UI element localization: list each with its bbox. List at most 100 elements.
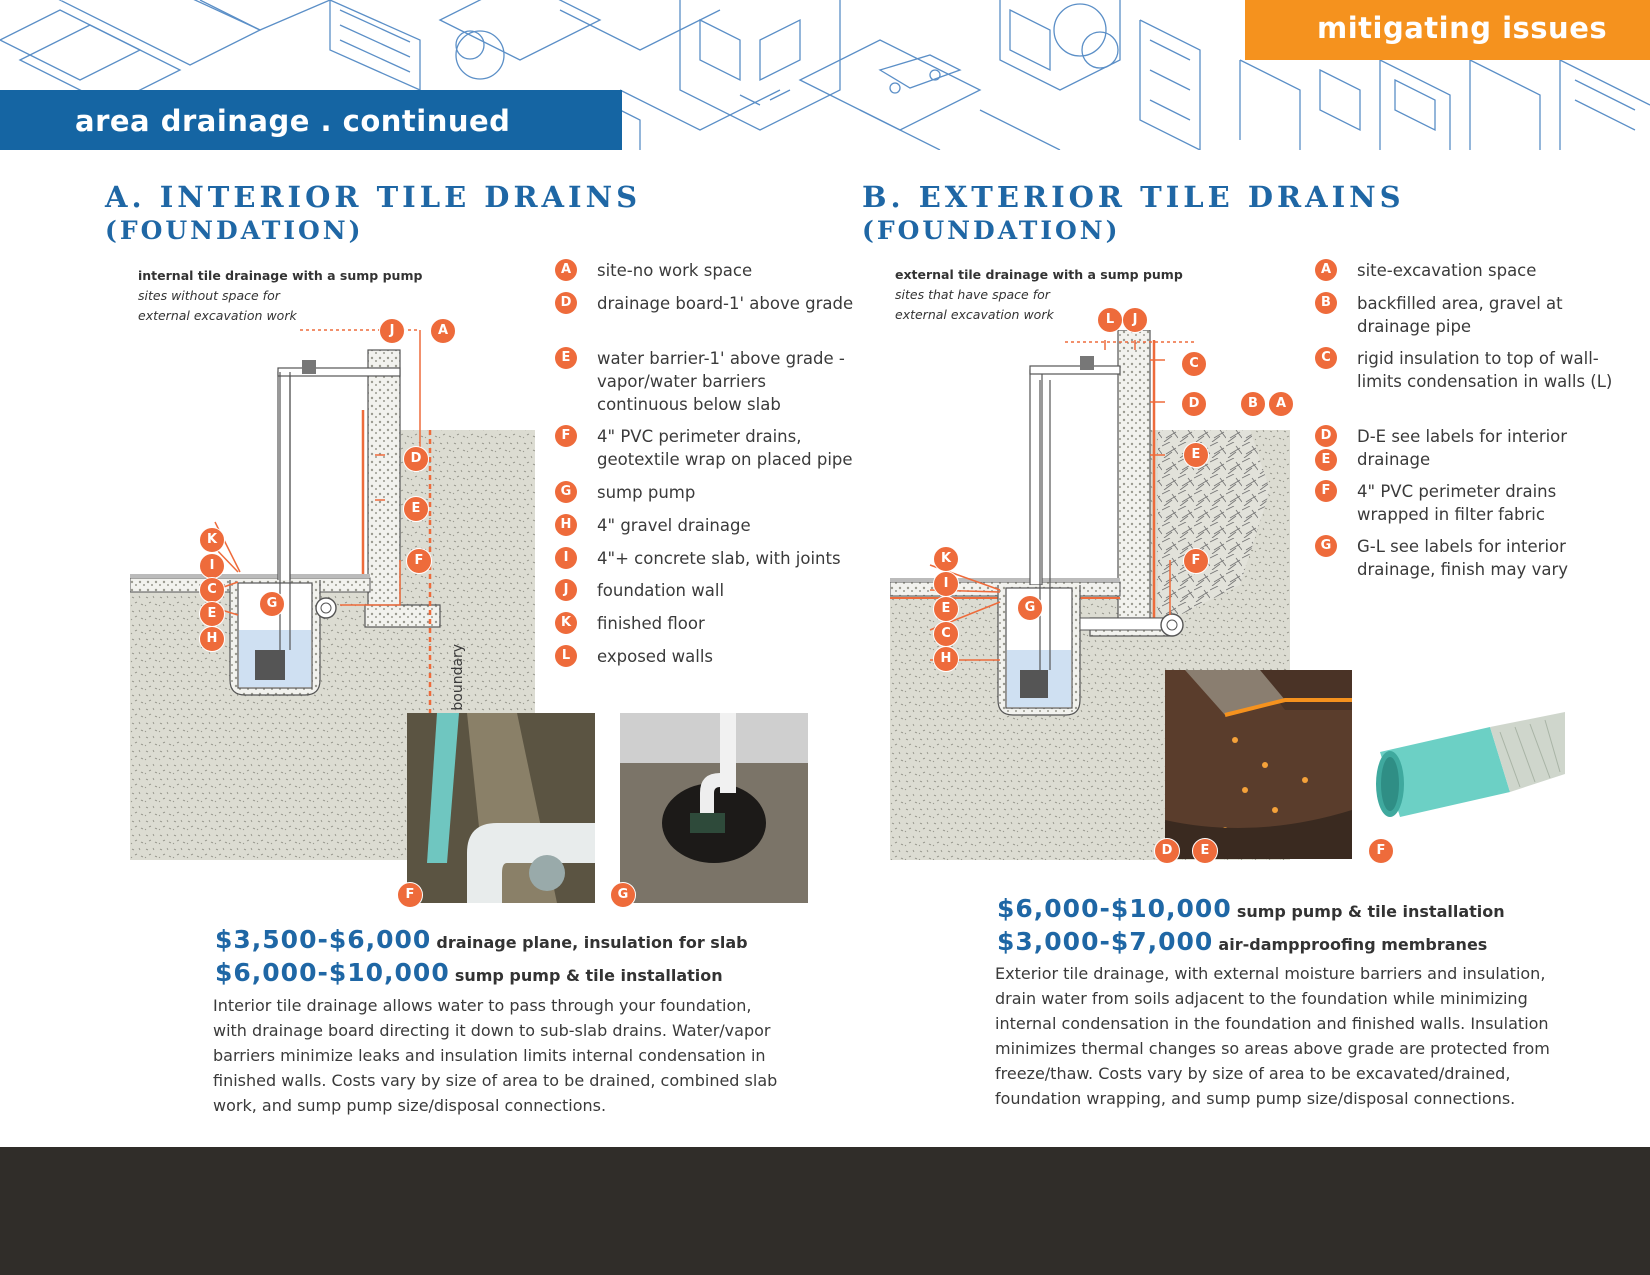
legend-text: foundation wall — [597, 581, 725, 600]
legend-badge: H — [555, 514, 577, 536]
price-description: sump pump & tile installation — [1236, 902, 1505, 921]
price-amount: $3,500-$6,000 — [215, 925, 432, 954]
interior-caption-line1: sites without space for — [138, 288, 280, 303]
exterior-caption-line2: external excavation work — [895, 307, 1054, 322]
legend-text: finished floor — [597, 614, 705, 633]
legend-badge: I — [555, 547, 577, 569]
exterior-diagram-badge-c: C — [1181, 351, 1207, 377]
price-amount: $6,000-$10,000 — [215, 958, 450, 987]
drainage-membrane-photo-art — [1165, 670, 1352, 859]
legend-text: rigid insulation to top of wall-limits c… — [1357, 349, 1613, 391]
chapter-tab: mitigating issues — [1245, 0, 1650, 60]
interior-diagram-badge-h: H — [199, 626, 225, 652]
legend-text: 4" PVC perimeter drains wrapped in filte… — [1357, 482, 1557, 524]
price-description: air-dampproofing membranes — [1218, 935, 1488, 954]
legend-text: backfilled area, gravel at drainage pipe — [1357, 294, 1563, 336]
header-illustration — [0, 0, 1650, 150]
interior-diagram-badge-f: F — [406, 548, 432, 574]
legend-text: site-excavation space — [1357, 261, 1537, 280]
interior-subtitle: (FOUNDATION) — [105, 216, 364, 245]
interior-diagram-badge-e2: E — [199, 601, 225, 627]
exterior-diagram-badge-e: E — [1183, 442, 1209, 468]
legend-badge: G — [555, 481, 577, 503]
exterior-title: B. EXTERIOR TILE DRAINS — [862, 180, 1405, 214]
interior-diagram-badge-k: K — [199, 527, 225, 553]
price-amount: $3,000-$7,000 — [997, 927, 1214, 956]
legend-text: 4" gravel drainage — [597, 516, 751, 535]
interior-photo-badge-g: G — [610, 882, 636, 908]
sump-pump-photo-art — [620, 713, 808, 903]
legend-text: 4"+ concrete slab, with joints — [597, 549, 841, 568]
price-description: drainage plane, insulation for slab — [436, 933, 748, 952]
exterior-diagram-badge-c2: C — [933, 621, 959, 647]
legend-badge: D — [555, 292, 577, 314]
section-tab: area drainage . continued — [0, 90, 622, 150]
exterior-diagram-badge-k: K — [933, 546, 959, 572]
legend-badge: K — [555, 612, 577, 634]
interior-diagram-badge-e: E — [403, 496, 429, 522]
exterior-photo-badge-d: D — [1154, 838, 1180, 864]
exterior-diagram-badge-i: I — [933, 571, 959, 597]
photo-pvc-pipe — [1360, 712, 1565, 827]
interior-caption: internal tile drainage with a sump pump … — [138, 266, 422, 326]
legend-badge: E — [1315, 449, 1337, 471]
exterior-caption-line1: sites that have space for — [895, 287, 1050, 302]
interior-caption-title: internal tile drainage with a sump pump — [138, 268, 423, 283]
interior-body-text: Interior tile drainage allows water to p… — [213, 996, 778, 1115]
exterior-diagram-badge-d: D — [1181, 391, 1207, 417]
legend-badge: C — [1315, 347, 1337, 369]
legend-badge: F — [1315, 480, 1337, 502]
city-line-drawing — [0, 0, 1650, 150]
exterior-photo-badge-e: E — [1192, 838, 1218, 864]
exterior-diagram-badge-j: J — [1122, 307, 1148, 333]
exterior-caption-title: external tile drainage with a sump pump — [895, 267, 1183, 282]
legend-text: sump pump — [597, 483, 696, 502]
legend-text: drainage board-1' above grade — [597, 294, 854, 313]
interior-price-line-1: $3,500-$6,000 drainage plane, insulation… — [215, 925, 748, 954]
legend-text: G-L see labels for interior drainage, fi… — [1357, 537, 1568, 579]
interior-diagram-badge-a: A — [430, 318, 456, 344]
photo-drainage-membrane — [1165, 670, 1352, 859]
exterior-subtitle: (FOUNDATION) — [862, 216, 1121, 245]
legend-text: exposed walls — [597, 647, 714, 666]
legend-text: site-no work space — [597, 261, 753, 280]
interior-diagram-badge-c: C — [199, 577, 225, 603]
exterior-caption: external tile drainage with a sump pump … — [895, 265, 1183, 325]
legend-badge: E — [555, 347, 577, 369]
legend-badge: G — [1315, 535, 1337, 557]
exterior-diagram-badge-l: L — [1097, 307, 1123, 333]
legend-badge: A — [555, 259, 577, 281]
legend-badge: A — [1315, 259, 1337, 281]
photo-sump-pump — [620, 713, 808, 903]
exterior-body-text: Exterior tile drainage, with external mo… — [995, 964, 1550, 1108]
footer-band — [0, 1147, 1650, 1275]
legend-badge: J — [555, 579, 577, 601]
exterior-diagram-badge-f: F — [1183, 548, 1209, 574]
legend-badge: B — [1315, 292, 1337, 314]
exterior-diagram-badge-h: H — [933, 646, 959, 672]
price-description: sump pump & tile installation — [454, 966, 723, 985]
exterior-price-line-1: $6,000-$10,000 sump pump & tile installa… — [997, 894, 1505, 923]
interior-title: A. INTERIOR TILE DRAINS — [105, 180, 642, 214]
exterior-diagram-badge-b: B — [1240, 391, 1266, 417]
legend-text: 4" PVC perimeter drains, geotextile wrap… — [597, 427, 853, 469]
legend-badge: L — [555, 645, 577, 667]
exterior-diagram-badge-e2: E — [933, 596, 959, 622]
chapter-tab-label: mitigating issues — [1317, 11, 1608, 45]
interior-diagram-badge-d: D — [403, 446, 429, 472]
section-tab-label: area drainage . continued — [75, 104, 511, 138]
exterior-photo-badge-f: F — [1368, 838, 1394, 864]
exterior-diagram-badge-g: G — [1017, 595, 1043, 621]
interior-price-line-2: $6,000-$10,000 sump pump & tile installa… — [215, 958, 723, 987]
legend-badge: F — [555, 425, 577, 447]
legend-text: D-E see labels for interior drainage — [1357, 427, 1568, 469]
legend-badge: D — [1315, 425, 1337, 447]
interior-diagram-badge-i: I — [199, 553, 225, 579]
legend-text: water barrier-1' above grade - vapor/wat… — [597, 349, 845, 414]
interior-caption-line2: external excavation work — [138, 308, 297, 323]
perimeter-drain-photo-art — [407, 713, 595, 903]
interior-diagram-badge-g: G — [259, 591, 285, 617]
price-amount: $6,000-$10,000 — [997, 894, 1232, 923]
photo-perimeter-drain — [407, 713, 595, 903]
interior-photo-badge-f: F — [397, 882, 423, 908]
